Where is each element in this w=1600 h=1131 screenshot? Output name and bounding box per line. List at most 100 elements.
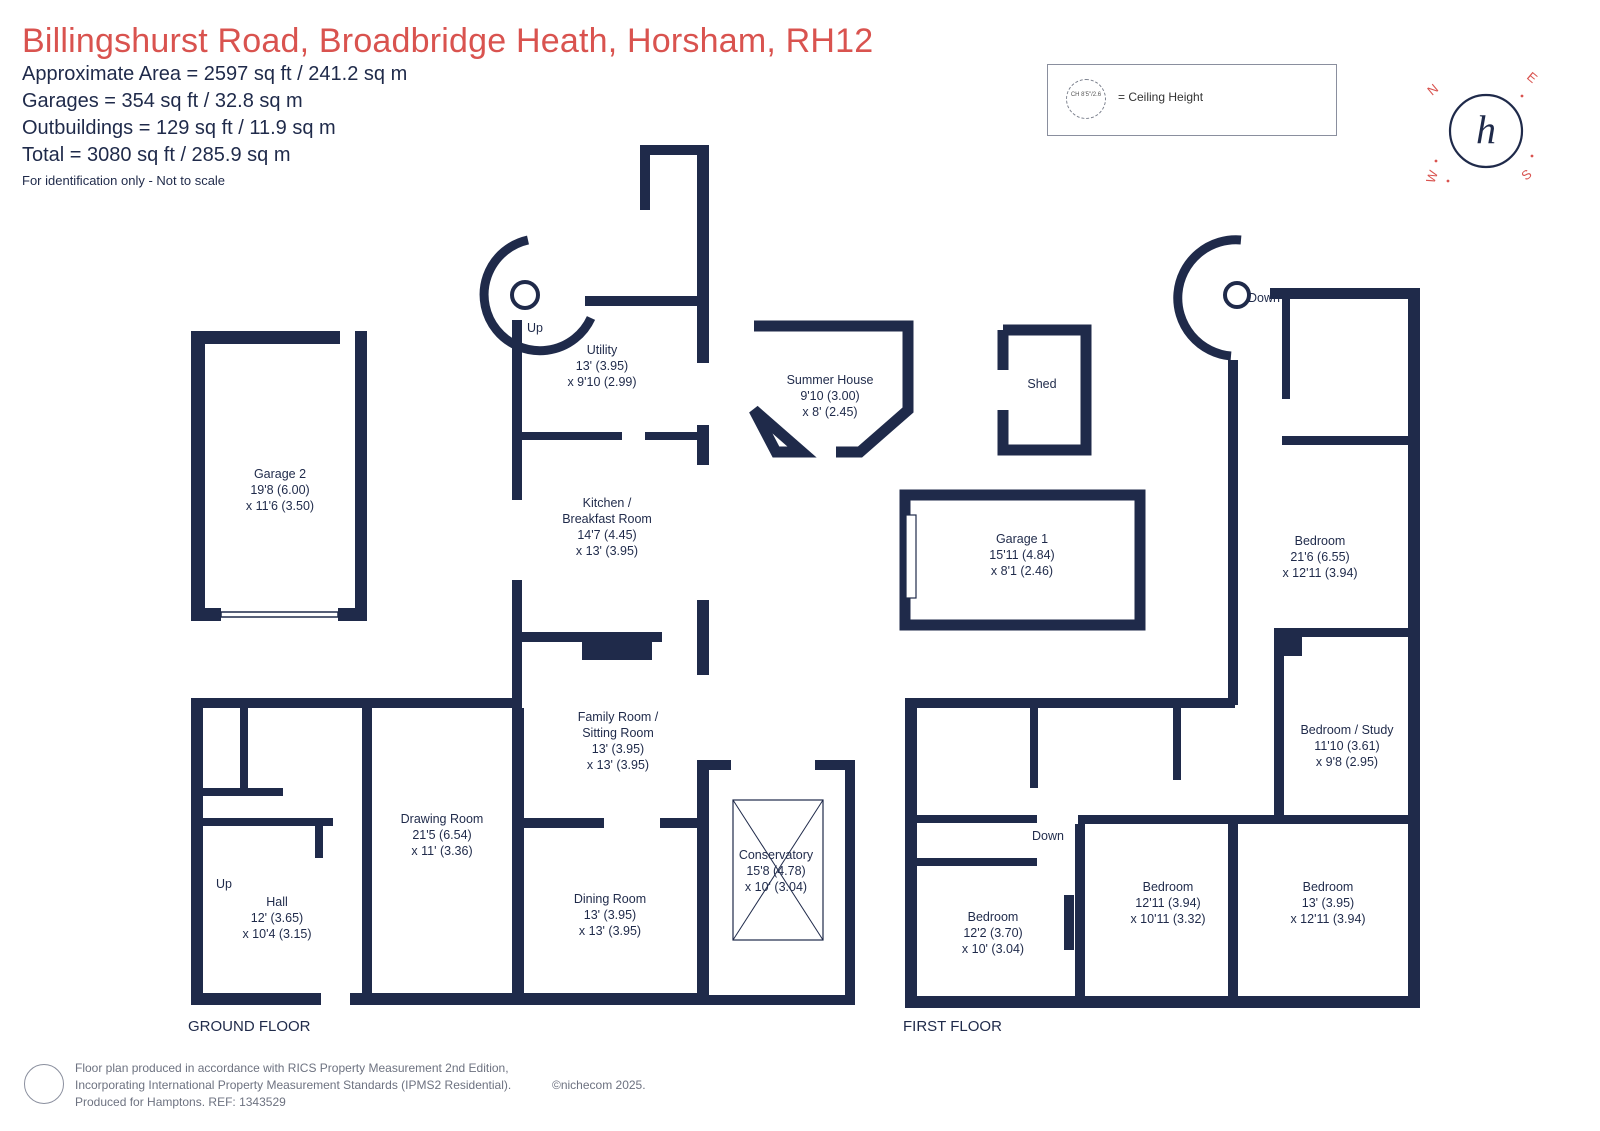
room-name: Sitting Room <box>582 726 654 740</box>
info-person-icon <box>24 1064 64 1104</box>
room-dimension: x 9'8 (2.95) <box>1316 755 1378 769</box>
spiral-stair-core <box>1223 281 1251 309</box>
wall <box>640 145 709 155</box>
wall <box>905 698 917 1008</box>
wall <box>1274 628 1302 656</box>
room-dimension: x 12'11 (3.94) <box>1290 912 1365 926</box>
room-dimension: x 13' (3.95) <box>576 544 638 558</box>
scale-note: For identification only - Not to scale <box>22 173 226 188</box>
room-dimension: 13' (3.95) <box>576 359 628 373</box>
wall <box>522 632 662 642</box>
room-name: Bedroom <box>968 910 1019 924</box>
wall <box>1030 708 1038 788</box>
room-dimension: x 13' (3.95) <box>579 924 641 938</box>
wall <box>709 995 855 1005</box>
room-name: Breakfast Room <box>562 512 652 526</box>
shed-wall <box>997 324 1092 456</box>
room-name: Bedroom <box>1143 880 1194 894</box>
area-line: Outbuildings = 129 sq ft / 11.9 sq m <box>22 117 336 139</box>
floor-label: GROUND FLOOR <box>188 1018 311 1035</box>
chimney-breast <box>1064 895 1074 950</box>
room-name: Bedroom <box>1303 880 1354 894</box>
room-dimension: 15'11 (4.84) <box>989 548 1054 562</box>
wall <box>191 608 221 621</box>
wall <box>1282 436 1408 445</box>
wall <box>1228 360 1238 705</box>
stair-label: Up <box>216 877 232 891</box>
area-line: Garages = 354 sq ft / 32.8 sq m <box>22 90 303 112</box>
chimney-breast <box>582 642 652 660</box>
room-dimension: 13' (3.95) <box>592 742 644 756</box>
wall <box>191 698 203 1003</box>
room-labels: Garage 2 19'8 (6.00) x 11'6 (3.50) Utili… <box>188 291 1394 1035</box>
room-dimension: 14'7 (4.45) <box>577 528 636 542</box>
room-dimension: x 10' (3.04) <box>745 880 807 894</box>
footer: Floor plan produced in accordance with R… <box>22 1060 922 1120</box>
room-dimension: x 10'11 (3.32) <box>1130 912 1205 926</box>
wall <box>1270 288 1420 299</box>
brand-logo-letter: h <box>1476 107 1496 152</box>
room-dimension: 12' (3.65) <box>251 911 303 925</box>
wall <box>697 600 709 675</box>
room-name: Conservatory <box>739 848 814 862</box>
room-name: Garage 1 <box>996 532 1048 546</box>
room-name: Hall <box>266 895 288 909</box>
room-name: Kitchen / <box>583 496 632 510</box>
tower-wall <box>1173 235 1242 361</box>
footer-text: Floor plan produced in accordance with R… <box>75 1060 511 1111</box>
floor-label: FIRST FLOOR <box>903 1018 1002 1035</box>
wall <box>905 698 1235 708</box>
wall <box>1078 815 1238 824</box>
wall <box>645 432 709 440</box>
wall <box>1274 628 1284 823</box>
tower-wall <box>479 235 596 356</box>
wall <box>240 708 248 788</box>
wall <box>191 698 512 708</box>
footer-line: Floor plan produced in accordance with R… <box>75 1061 509 1075</box>
room-name: Summer House <box>787 373 874 387</box>
room-name: Bedroom / Study <box>1300 723 1394 737</box>
footer-line: Produced for Hamptons. REF: 1343529 <box>75 1095 286 1109</box>
wall <box>512 580 522 710</box>
stair-label: Down <box>1248 291 1280 305</box>
footer-line: Incorporating International Property Mea… <box>75 1078 512 1092</box>
area-line: Total = 3080 sq ft / 285.9 sq m <box>22 144 291 166</box>
wall <box>1274 628 1408 637</box>
wall <box>697 425 709 465</box>
legend-label: = Ceiling Height <box>1118 90 1204 104</box>
wall <box>815 760 855 770</box>
copyright: ©nichecom 2025. <box>552 1078 646 1092</box>
room-dimension: x 9'10 (2.99) <box>567 375 636 389</box>
wall <box>585 296 709 306</box>
room-name: Shed <box>1027 377 1056 391</box>
room-name: Utility <box>587 343 618 357</box>
wall <box>1173 708 1181 780</box>
room-dimension: 15'8 (4.78) <box>746 864 805 878</box>
room-dimension: 13' (3.95) <box>1302 896 1354 910</box>
room-name: Garage 2 <box>254 467 306 481</box>
room-dimension: 21'6 (6.55) <box>1290 550 1349 564</box>
room-name: Family Room / <box>578 710 659 724</box>
wall <box>1408 288 1420 1008</box>
stair-label: Down <box>1032 829 1064 843</box>
room-dimension: 19'8 (6.00) <box>250 483 309 497</box>
wall <box>203 788 283 796</box>
wall <box>191 993 321 1005</box>
room-dimension: 12'11 (3.94) <box>1135 896 1200 910</box>
compass-logo: h N E S W <box>1426 69 1541 185</box>
wall <box>697 145 709 363</box>
room-dimension: 12'2 (3.70) <box>963 926 1022 940</box>
room-dimension: 21'5 (6.54) <box>412 828 471 842</box>
wall <box>512 708 524 1003</box>
wall <box>315 818 323 858</box>
wall <box>350 993 709 1005</box>
room-dimension: x 11' (3.36) <box>411 844 472 858</box>
wall <box>355 331 367 621</box>
wall <box>1075 824 1085 1008</box>
room-dimension: x 11'6 (3.50) <box>246 499 314 513</box>
wall <box>709 760 731 770</box>
wall <box>917 858 1037 866</box>
room-dimension: x 10'4 (3.15) <box>242 927 311 941</box>
wall <box>512 320 522 500</box>
